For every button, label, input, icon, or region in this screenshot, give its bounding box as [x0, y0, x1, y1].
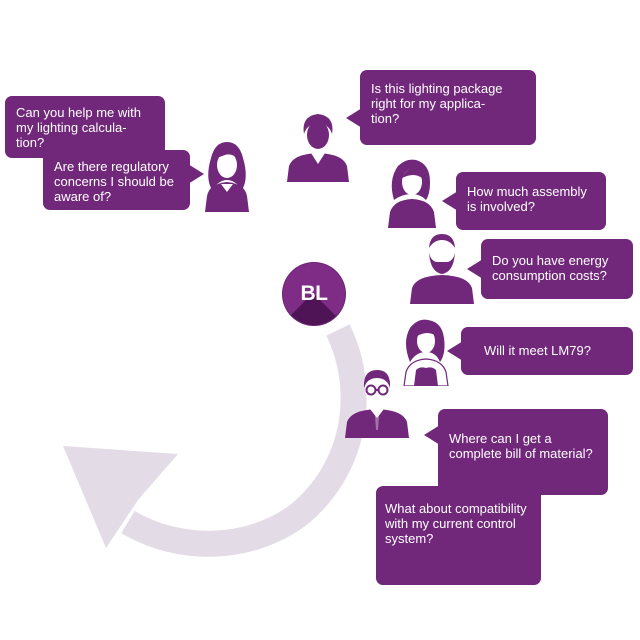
question-line: concerns I should be — [54, 174, 174, 189]
question-line: my lighting calcula- — [16, 120, 127, 135]
question-line: Where can I get a — [449, 431, 552, 446]
question-line: Are there regulatory — [54, 159, 169, 174]
man-glasses-icon — [345, 370, 409, 438]
question-line: right for my applica- — [371, 96, 486, 111]
question-line: aware of? — [54, 189, 112, 204]
question-line: system? — [385, 531, 434, 546]
question-line: with my current control — [385, 516, 516, 531]
question-line: Can you help me with — [16, 105, 142, 120]
question-line: complete bill of material? — [449, 446, 593, 461]
woman-icon — [388, 159, 436, 228]
question-bubble-3: Is this lighting package right for my ap… — [346, 70, 536, 145]
bearded-man-icon — [410, 234, 474, 304]
woman-tank-top-icon — [403, 319, 449, 386]
question-line: How much assembly — [467, 184, 587, 199]
question-bubble-1: Can you help me with my lighting calcula… — [5, 96, 165, 158]
question-bubble-6: Will it meet LM79? — [447, 327, 633, 375]
question-bubble-2: Are there regulatory concerns I should b… — [43, 150, 204, 210]
question-bubble-5: Do you have energy consumption costs? — [467, 239, 633, 299]
question-line: Will it meet LM79? — [484, 343, 591, 358]
question-line: is involved? — [467, 199, 535, 214]
question-bubble-4: How much assembly is involved? — [442, 172, 606, 230]
question-bubble-8: What about compatibility with my current… — [376, 486, 541, 585]
question-line: Do you have energy — [492, 253, 609, 268]
question-line: tion? — [371, 111, 400, 126]
bl-logo-label: BL — [300, 282, 329, 305]
bl-logo-badge: BL — [283, 263, 345, 325]
question-line: tion? — [16, 135, 45, 150]
question-line: What about compatibility — [385, 501, 527, 516]
question-bubble-7: Where can I get a complete bill of mater… — [424, 409, 608, 495]
man-icon — [287, 114, 349, 182]
question-line: consumption costs? — [492, 268, 607, 283]
question-line: Is this lighting package — [371, 81, 503, 96]
woman-long-hair-icon — [205, 142, 249, 212]
